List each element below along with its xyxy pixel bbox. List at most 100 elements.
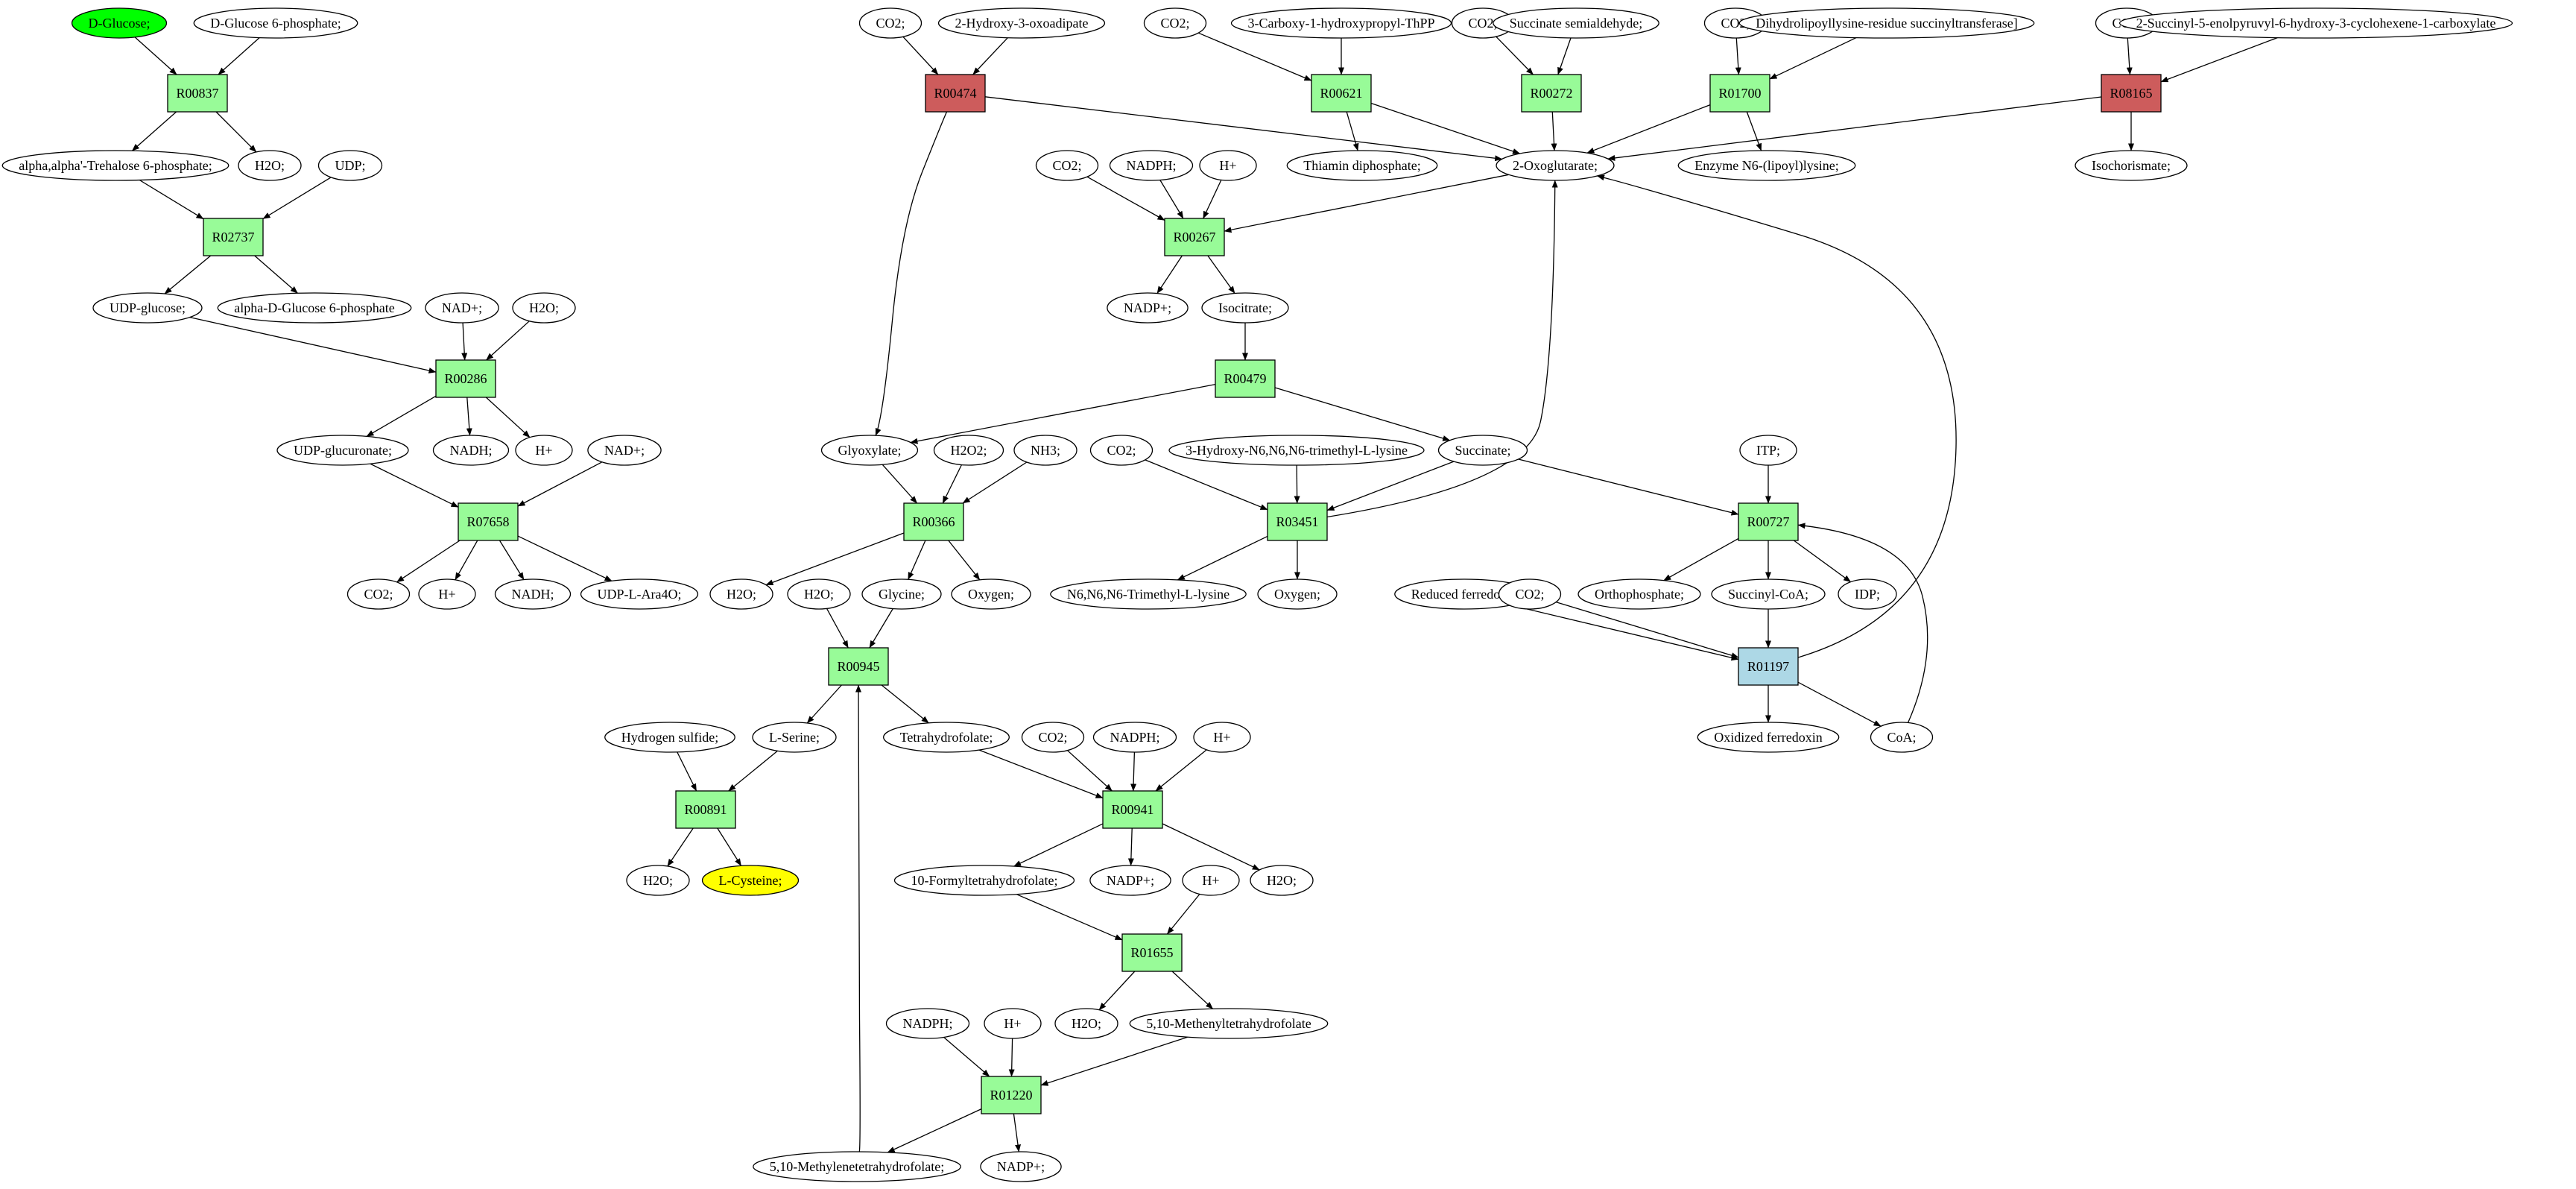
edge-m_glycine-to-r_R00945 [869,608,893,649]
node-label: NH3; [1031,443,1060,458]
edge-r_R00941-to-m_10formyl [1013,823,1104,867]
edge-m_2h3oxo-to-r_R00474 [972,37,1008,75]
metabolite-node-m_coa: CoA; [1870,722,1934,753]
metabolite-ellipse [1697,722,1840,753]
edge-r_R08165-to-m_2oxoglutarate [1607,96,2102,161]
edge-m_hplus_5-to-r_R01655 [1166,893,1200,935]
metabolite-node-m_co2_10: CO2; [1021,722,1085,753]
edge-m_trehalose6p-to-r_R02737 [139,179,204,220]
edge-r_R03451-to-m_2oxoglutarate [1326,180,1558,518]
metabolite-ellipse [515,435,573,466]
metabolite-ellipse [580,578,699,610]
metabolite-node-m_hplus_5: H+ [1182,865,1240,896]
metabolite-node-m_10formyl: 10-Formyltetrahydrofolate; [893,865,1075,896]
edge-m_lserine-to-r_R00891 [728,750,778,792]
reaction-box [458,502,519,541]
metabolite-ellipse [858,7,923,39]
edge-m_co2_8-to-r_R03451 [1145,459,1268,511]
metabolite-node-m_h2o2: H2O2; [933,435,1004,466]
metabolite-node-m_co2_9: CO2; [1498,578,1562,610]
node-label: R00945 [837,659,879,674]
metabolite-node-m_lserine: L-Serine; [752,722,837,753]
metabolite-node-m_co2_8: CO2; [1089,435,1153,466]
metabolite-ellipse [346,578,411,610]
metabolite-ellipse [432,435,510,466]
reaction-node-r_R00837: R00837 [167,74,228,113]
metabolite-ellipse [980,1151,1062,1182]
metabolite-node-m_nadh_2: NADH; [494,578,572,610]
node-label: CO2; [364,587,393,602]
edge-r_R00366-to-m_oxygen_1 [948,540,981,581]
metabolite-node-m_510methenyl: 5,10-Methenyltetrahydrofolate [1129,1008,1329,1039]
metabolite-ellipse [238,150,302,181]
edge-r_R01197-to-m_2oxoglutarate [1597,174,1957,658]
reaction-box [1311,74,1372,113]
metabolite-node-m_co2_3: CO2; [1143,7,1207,39]
edge-r_R00945-to-m_thf [881,684,929,724]
node-label: Thiamin diphosphate; [1303,158,1420,173]
node-label: CO2; [1721,16,1750,31]
node-label: Enzyme N6-(lipoyl)lysine; [1694,158,1838,174]
metabolite-ellipse [193,7,358,39]
metabolite-ellipse [604,722,735,753]
metabolite-ellipse [1092,722,1177,753]
node-label: 2-Hydroxy-3-oxoadipate [955,16,1089,31]
node-label: R01220 [990,1088,1032,1103]
node-label: Succinyl-CoA; [1728,587,1808,602]
reaction-node-r_R00474: R00474 [925,74,986,113]
edge-r_R00267-to-m_nadp_1 [1156,255,1183,294]
edge-r_R00479-to-m_succinate [1274,387,1451,441]
node-label: Succinate semialdehyde; [1510,16,1642,31]
metabolite-ellipse [71,7,168,39]
metabolite-ellipse [1870,722,1934,753]
metabolite-node-m_thiamin: Thiamin diphosphate; [1286,150,1438,181]
node-label: H+ [1219,158,1236,173]
reaction-box [2101,74,2162,113]
edge-r_R02737-to-m_udpglucose [164,255,212,294]
edge-m_hplus_6-to-r_R01220 [1008,1038,1015,1077]
edge-m_co2_6-to-r_R08165 [2126,37,2133,75]
node-label: H+ [1202,873,1219,888]
node-label: H2O; [1072,1016,1101,1031]
metabolite-ellipse [752,722,837,753]
edge-m_co2_4-to-r_R00272 [1496,36,1534,75]
reaction-node-r_R00891: R00891 [675,790,736,829]
edge-m_nad_2-to-r_R07658 [517,461,603,507]
metabolite-node-m_oxygen_1: Oxygen; [951,578,1031,610]
metabolite-node-m_nadh_1: NADH; [432,435,510,466]
metabolite-node-m_co2_1: CO2; [346,578,411,610]
edge-r_R01655-to-m_h2o_7 [1098,971,1136,1011]
metabolite-node-m_udpara4o: UDP-L-Ara4O; [580,578,699,610]
reaction-box [167,74,228,113]
metabolite-node-m_lcysteine: L-Cysteine; [701,865,800,896]
reaction-node-r_R00272: R00272 [1521,74,1582,113]
edge-m_nh3-to-r_R00366 [962,461,1028,504]
metabolite-ellipse [1838,578,1897,610]
reaction-box [1215,359,1276,398]
edges-layer [131,32,2278,1153]
edge-m_hydrogensulfide-to-r_R00891 [677,751,697,792]
metabolite-ellipse [512,292,576,324]
edge-m_10formyl-to-r_R01655 [1016,894,1123,941]
node-label: R00621 [1320,86,1362,101]
node-label: R01197 [1747,659,1789,674]
node-label: R02737 [212,230,254,245]
edge-m_dihydrolipo-to-r_R01700 [1769,37,1857,80]
metabolite-ellipse [276,435,409,466]
metabolite-ellipse [1050,578,1247,610]
edge-m_g6p-to-r_R00837 [218,37,260,75]
node-label: H2O; [529,300,559,315]
edge-r_R01700-to-m_enzymeN6 [1746,111,1762,151]
node-label: L-Cysteine; [719,873,782,888]
reaction-box [1738,647,1799,686]
edge-m_co2_2-to-r_R00474 [902,36,939,75]
metabolite-ellipse [820,435,919,466]
edge-m_udp-to-r_R02737 [262,177,332,220]
edge-m_co2_9-to-r_R01197 [1555,601,1739,658]
edge-r_R00286-to-m_hplus_1 [485,397,531,438]
node-label: R03451 [1276,514,1318,529]
metabolite-ellipse [701,865,800,896]
metabolite-node-m_hplus_3: H+ [1199,150,1257,181]
node-label: Oxidized ferredoxin [1714,730,1822,745]
node-label: UDP-glucuronate; [294,443,392,458]
